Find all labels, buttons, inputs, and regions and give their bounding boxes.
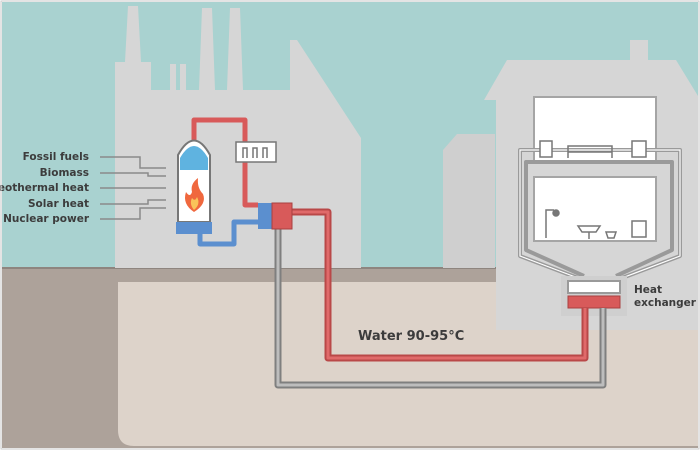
flame-icon bbox=[185, 178, 204, 212]
heat-exchanger-bottom bbox=[567, 295, 621, 309]
factory-building bbox=[115, 6, 361, 268]
plant-cold-pipe bbox=[197, 219, 258, 247]
source-label-biomass: Biomass bbox=[40, 167, 89, 179]
source-label-fossil-fuels: Fossil fuels bbox=[23, 151, 89, 163]
source-label-nuclear-power: Nuclear power bbox=[3, 213, 90, 225]
radiator-icon bbox=[539, 140, 647, 238]
source-connector-lines bbox=[100, 156, 166, 220]
return-pipe-inner bbox=[276, 228, 605, 387]
bathroom-icons bbox=[545, 209, 618, 239]
source-label-solar-heat: Solar heat bbox=[28, 198, 89, 210]
heat-exchanger-top bbox=[567, 280, 621, 294]
supply-pipe-inner bbox=[292, 210, 587, 360]
plant-exchanger-cold bbox=[258, 203, 272, 229]
house-pipes-inner bbox=[519, 149, 681, 279]
source-label-geothermal-heat: Geothermal heat bbox=[0, 182, 89, 194]
water-temperature-label: Water 90-95°C bbox=[358, 329, 464, 344]
background-house bbox=[443, 134, 495, 268]
turbine-icon bbox=[235, 141, 277, 163]
plant-hot-pipe bbox=[191, 117, 258, 208]
plant-exchanger-hot bbox=[271, 202, 293, 230]
bed-icon bbox=[567, 145, 613, 158]
heat-exchanger-label: Heat exchanger bbox=[634, 284, 697, 309]
